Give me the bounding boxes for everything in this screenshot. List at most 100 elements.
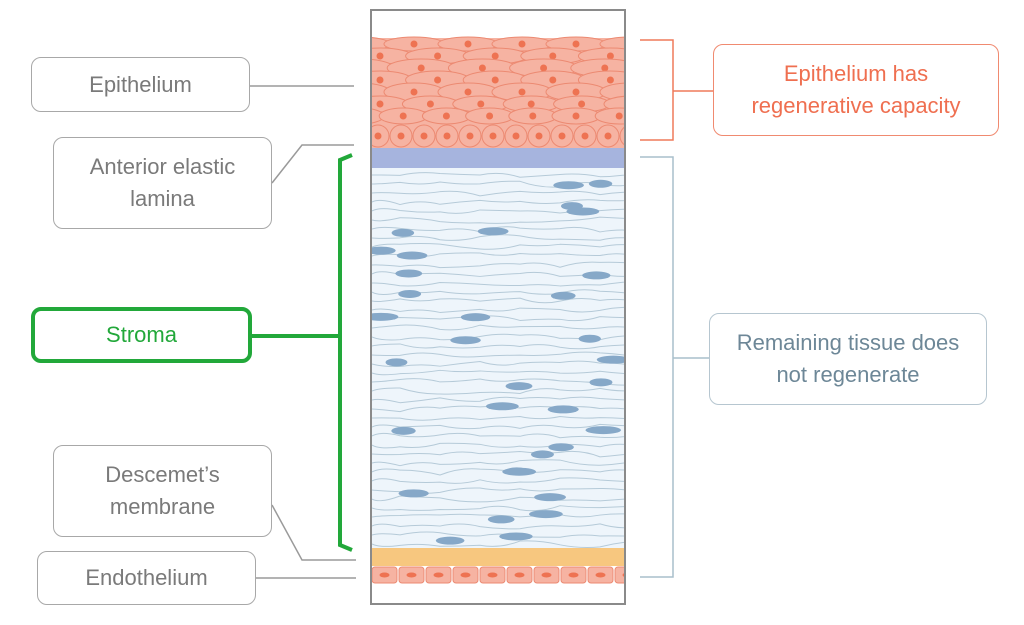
epithelial-cell bbox=[599, 82, 624, 102]
annotation-regenerative: Epithelium has regenerative capacity bbox=[713, 44, 999, 136]
nucleus bbox=[568, 572, 579, 578]
nucleus bbox=[514, 572, 525, 578]
nucleus bbox=[466, 132, 474, 140]
nucleus bbox=[615, 112, 623, 120]
nucleus bbox=[464, 88, 472, 96]
keratocyte bbox=[505, 382, 533, 391]
endothelium-layer bbox=[372, 566, 624, 584]
epithelial-cell bbox=[599, 36, 624, 52]
nucleus bbox=[410, 40, 418, 48]
nucleus bbox=[374, 132, 382, 140]
keratocyte bbox=[578, 334, 601, 343]
label-descemets-membrane: Descemet’s membrane bbox=[53, 445, 272, 537]
keratocyte bbox=[398, 489, 429, 498]
nucleus bbox=[601, 64, 609, 72]
nucleus bbox=[486, 112, 494, 120]
nucleus bbox=[417, 64, 425, 72]
nucleus bbox=[540, 64, 548, 72]
nucleus bbox=[527, 100, 535, 108]
stroma-fiber bbox=[372, 306, 624, 313]
keratocyte bbox=[530, 450, 554, 459]
nucleus bbox=[357, 113, 364, 120]
label-stroma: Stroma bbox=[31, 307, 252, 363]
nucleus bbox=[549, 76, 557, 84]
stroma-fiber bbox=[372, 242, 624, 250]
nucleus bbox=[357, 41, 364, 48]
nucleus bbox=[376, 76, 384, 84]
keratocyte bbox=[435, 536, 465, 545]
nucleus bbox=[549, 52, 557, 60]
keratocyte bbox=[396, 251, 428, 260]
keratocyte bbox=[391, 426, 416, 435]
stroma-fiber bbox=[372, 315, 624, 322]
keratocyte bbox=[395, 269, 423, 278]
stroma-fiber bbox=[372, 261, 624, 269]
nucleus bbox=[529, 112, 537, 120]
nucleus bbox=[578, 100, 586, 108]
nucleus bbox=[627, 41, 634, 48]
nucleus bbox=[627, 89, 634, 96]
nucleus bbox=[491, 76, 499, 84]
descemet-layer bbox=[372, 548, 624, 566]
nucleus bbox=[572, 112, 580, 120]
keratocyte bbox=[372, 246, 396, 255]
nucleus bbox=[535, 132, 543, 140]
nucleus bbox=[434, 76, 442, 84]
regenerative-bracket bbox=[640, 39, 713, 141]
nucleus bbox=[487, 572, 498, 578]
nucleus bbox=[410, 88, 418, 96]
nucleus bbox=[426, 100, 434, 108]
nucleus bbox=[357, 65, 364, 72]
keratocyte bbox=[582, 271, 611, 280]
keratocyte bbox=[547, 405, 579, 414]
nucleus bbox=[442, 112, 450, 120]
stroma-fiber bbox=[372, 416, 624, 421]
keratocyte bbox=[385, 358, 408, 367]
nucleus bbox=[622, 573, 624, 577]
nucleus bbox=[512, 132, 520, 140]
nucleus bbox=[581, 132, 589, 140]
stroma-fibers bbox=[372, 172, 624, 548]
nucleus bbox=[595, 572, 606, 578]
stroma-fiber bbox=[372, 450, 624, 458]
stroma-fiber bbox=[372, 432, 624, 439]
keratocyte bbox=[585, 426, 622, 435]
nucleus bbox=[464, 40, 472, 48]
nucleus bbox=[376, 100, 384, 108]
stroma-bracket bbox=[252, 153, 353, 552]
nucleus bbox=[434, 52, 442, 60]
keratocyte bbox=[534, 493, 566, 502]
keratocyte bbox=[372, 312, 399, 321]
nucleus bbox=[518, 40, 526, 48]
keratocyte bbox=[548, 443, 574, 452]
nucleus bbox=[572, 40, 580, 48]
stroma-fiber bbox=[372, 505, 624, 512]
keratocyte bbox=[477, 227, 509, 236]
stroma-fiber bbox=[372, 226, 624, 233]
stroma-fiber bbox=[372, 281, 624, 287]
basal-cell bbox=[619, 126, 624, 146]
keratocyte bbox=[529, 510, 563, 519]
keratocyte bbox=[596, 355, 624, 364]
nucleus bbox=[477, 100, 485, 108]
stroma-fiber bbox=[372, 423, 624, 430]
stroma-fiber bbox=[372, 396, 624, 404]
nucleus bbox=[357, 89, 364, 96]
leader-lines bbox=[250, 85, 356, 579]
non-regenerative-bracket bbox=[640, 156, 709, 578]
stroma-fiber bbox=[372, 531, 624, 538]
nucleus bbox=[489, 132, 497, 140]
stroma-fiber bbox=[372, 190, 624, 197]
stroma-fiber bbox=[372, 477, 624, 484]
keratocyte bbox=[505, 467, 528, 476]
nucleus bbox=[379, 572, 390, 578]
nucleus bbox=[397, 132, 405, 140]
epithelial-cell bbox=[594, 107, 624, 125]
stroma-fiber bbox=[372, 523, 624, 530]
nucleus bbox=[541, 572, 552, 578]
keratocyte bbox=[550, 291, 576, 300]
nucleus bbox=[478, 64, 486, 72]
nucleus bbox=[558, 132, 566, 140]
nucleus bbox=[433, 572, 444, 578]
nucleus bbox=[606, 52, 614, 60]
